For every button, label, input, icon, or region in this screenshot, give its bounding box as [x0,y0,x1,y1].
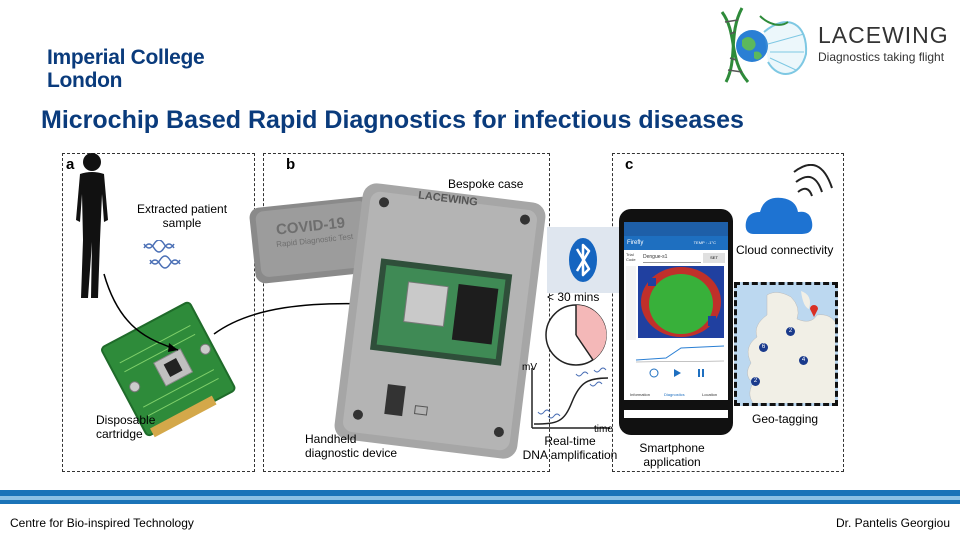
footer-left: Centre for Bio-inspired Technology [10,516,194,530]
geo-caption: Geo-tagging [752,412,819,426]
app-trial-label: Trial Code [626,252,636,262]
cloud-caption: Cloud connectivity [736,243,834,257]
map-cluster-1[interactable]: 2 [786,327,795,336]
map-cluster-3[interactable]: 4 [799,356,808,365]
app-tab-diagnostics[interactable]: Diagnostics [664,392,685,397]
amplification-caption: Real-time DNA amplification [522,434,618,462]
timer-clock-icon [545,304,607,366]
panel-c-label: c [625,156,634,173]
panel-a-label: a [66,156,75,173]
map-pin-icon[interactable] [809,303,819,317]
amp-y-label: mV [522,362,537,373]
app-trial-input[interactable]: Dengue-s1 [643,254,701,263]
app-name: Firefly [627,240,644,246]
android-nav-bar [624,400,728,410]
brand-name: LACEWING [818,22,949,48]
covid-case-lid-image [249,196,379,284]
app-tab-information[interactable]: Information [630,392,651,397]
map-cluster-4[interactable]: 2 [751,377,760,386]
case-caption: Bespoke case [448,177,524,191]
app-heatmap-icon [626,266,724,340]
page-title: Microchip Based Rapid Diagnostics for in… [41,106,744,134]
human-silhouette-icon [76,153,108,298]
panel-c [612,153,844,472]
disposable-cartridge-image [101,301,236,438]
app-controls-icon [649,368,704,378]
europe-map-icon [747,291,835,403]
footer-bar-bottom [0,500,960,504]
device-caption: Handheld diagnostic device [305,432,398,460]
footer-bar-light [0,496,960,500]
amplification-curve-icon [531,367,610,429]
footer-right: Dr. Pantelis Georgiou [835,516,950,530]
panel-b-label: b [286,156,296,173]
brand-tagline: Diagnostics taking flight [818,50,945,64]
amp-x-label: time [594,424,613,435]
app-set-button[interactable]: SET [703,253,725,263]
footer-bar [0,490,960,496]
sample-caption: Extracted patient sample [136,202,228,230]
institution-line-2: London [47,69,123,92]
dna-sample-icon [143,240,181,269]
geo-map: 2 6 4 2 [734,282,838,406]
bluetooth-link-icon [547,227,619,293]
imperial-college-logo: Imperial College London [47,46,205,92]
sample-arrow-icon [103,273,179,352]
lacewing-emblem-icon [720,7,808,83]
cartridge-caption: Disposable cartridge [96,413,156,441]
map-cluster-2[interactable]: 6 [759,343,768,352]
phone-caption: Smartphone application [639,441,705,469]
institution-line-1: Imperial College [47,46,205,69]
app-temp: TEMP : -1°C [693,240,716,245]
panel-a [62,153,255,472]
timer-caption: < 30 mins [547,290,600,304]
cloud-connectivity-icon [745,164,833,234]
app-toolbar: Firefly TEMP : -1°C [624,236,728,250]
app-status-bar [624,222,728,236]
handheld-device-image [334,183,546,459]
app-curve-chart-icon [626,340,726,366]
app-tab-location[interactable]: Location [702,392,718,397]
